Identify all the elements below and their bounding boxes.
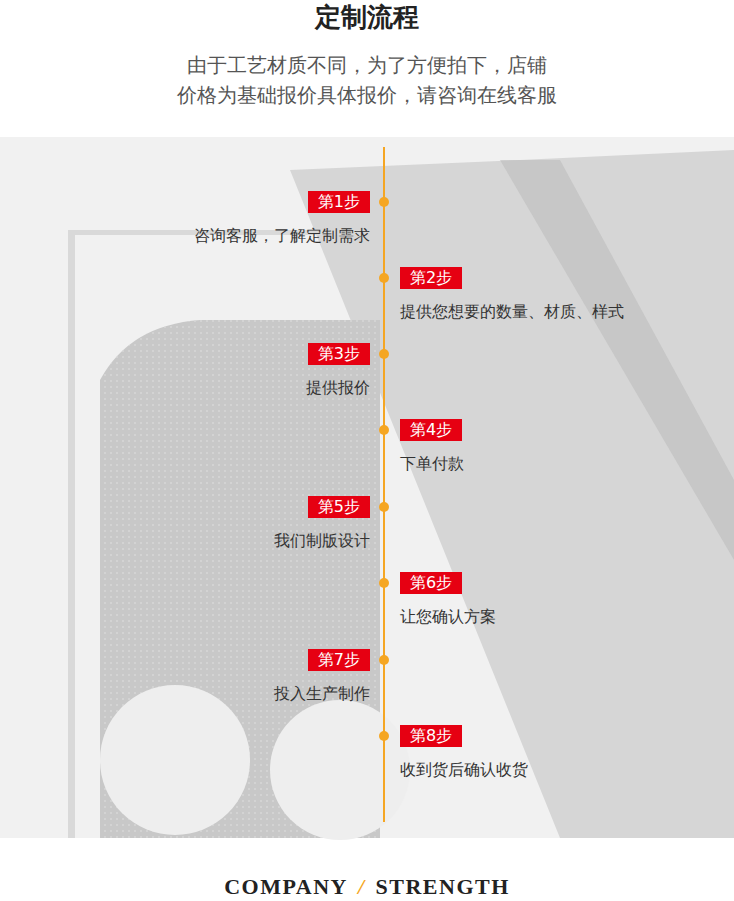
timeline-dots (379, 197, 389, 741)
footer-slash: / (358, 873, 366, 901)
decor-circle (100, 685, 250, 835)
step-description: 投入生产制作 (30, 683, 370, 705)
timeline-dot (379, 655, 389, 665)
page-title: 定制流程 (0, 0, 734, 34)
step-badge: 第5步 (308, 496, 370, 518)
step-item: 第2步提供您想要的数量、材质、样式 (400, 267, 720, 323)
timeline-dot (379, 349, 389, 359)
step-item: 第6步让您确认方案 (400, 572, 720, 628)
step-description: 让您确认方案 (400, 606, 720, 628)
step-badge: 第6步 (400, 572, 462, 594)
step-item: 第4步下单付款 (400, 419, 720, 475)
footer-word: COMPANY (224, 873, 348, 901)
footer-row: COMPANY / STRENGTH (0, 873, 734, 901)
decor-shape (500, 160, 734, 560)
step-item: 第1步咨询客服，了解定制需求 (30, 191, 370, 247)
timeline-dot (379, 578, 389, 588)
timeline-dot (379, 731, 389, 741)
step-item: 第8步收到货后确认收货 (400, 725, 720, 781)
step-item: 第7步投入生产制作 (30, 649, 370, 705)
timeline-dot (379, 197, 389, 207)
subtitle-note: 由于工艺材质不同，为了方便拍下，店铺 价格为基础报价具体报价，请咨询在线客服 (147, 50, 587, 110)
step-description: 收到货后确认收货 (400, 759, 720, 781)
timeline-dot (379, 273, 389, 283)
step-description: 咨询客服，了解定制需求 (30, 225, 370, 247)
timeline-line (383, 147, 385, 822)
timeline-dot (379, 425, 389, 435)
step-item: 第3步提供报价 (30, 343, 370, 399)
step-description: 下单付款 (400, 453, 720, 475)
step-badge: 第7步 (308, 649, 370, 671)
step-description: 提供您想要的数量、材质、样式 (400, 301, 720, 323)
step-item: 第5步我们制版设计 (30, 496, 370, 552)
decor-circle (270, 700, 410, 840)
footer-word: STRENGTH (376, 873, 510, 901)
step-badge: 第8步 (400, 725, 462, 747)
timeline-dot (379, 502, 389, 512)
step-badge: 第1步 (308, 191, 370, 213)
step-badge: 第4步 (400, 419, 462, 441)
step-description: 提供报价 (30, 377, 370, 399)
step-badge: 第2步 (400, 267, 462, 289)
decor-frame (68, 230, 75, 838)
step-badge: 第3步 (308, 343, 370, 365)
step-description: 我们制版设计 (30, 530, 370, 552)
